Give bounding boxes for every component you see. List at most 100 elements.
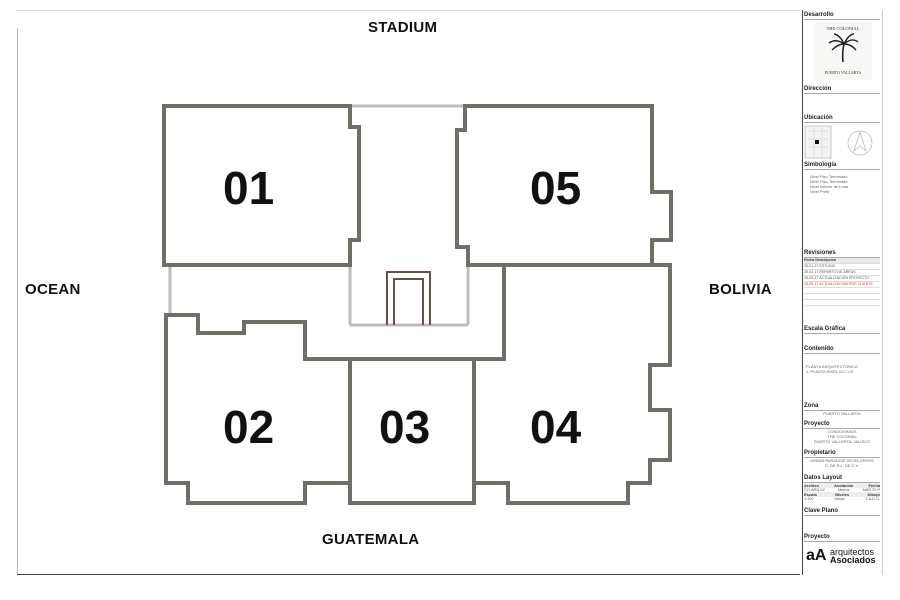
contenido-line: 1. PLANTA NIVEL 02-7-03 [806,369,853,374]
unit-label-02: 02 [223,401,274,453]
section-datos-layout: Datos Layout Archivo Acotación Fecha CO-… [804,475,880,501]
datos-header: Dibujó [867,492,880,497]
datos-row: 1:100 Varios T.A.D.G. [804,497,880,501]
section-ubicacion: Ubicación [804,115,880,123]
architect-name: arquitectos [830,547,875,557]
table-row: 28-03-17 ACTUALIZACIÓN PROYECTO [804,276,880,282]
datos-cell: MAR 20 P [862,488,880,492]
section-desarrollo: Desarrollo [804,12,880,20]
datos-row: CO-ARQ-02 Metros MAR 20 P [804,488,880,492]
table-row: 28-05-17 ACTUALIZACIÓN POR CLIENTE [804,282,880,288]
simbologia-item: Nivel Piso Terminado [810,179,848,184]
rev-fecha: 28-05-17 [804,282,819,286]
contenido-label: Contenido [804,346,880,354]
unit-label-04: 04 [530,401,582,453]
drawing-frame-top [17,10,800,11]
table-row: 28-02-17 REPARTO DE ÁREAS [804,270,880,276]
title-block-frame [802,10,883,575]
section-escala-grafica: Escala Gráfica [804,326,880,334]
proyecto-line: PUERTO VALLARTA, JALISCO [813,439,871,444]
ubicacion-label: Ubicación [804,115,880,123]
zona-value: PUERTO VALLARTA [823,411,861,416]
rev-desc: REPARTO DE ÁREAS [819,270,856,274]
elevator-shaft [386,271,431,325]
proyecto-line: THE COLONIAL [827,434,857,439]
street-label-south: GUATEMALA [322,531,420,548]
street-label-north: STADIUM [368,19,438,36]
section-clave-plano: Clave Plano [804,508,880,516]
datos-header: Acotación [834,483,854,488]
datos-cell: 1:100 [804,497,814,501]
table-row [804,300,880,306]
simbologia-item: Nivel Pretil [810,189,830,194]
propietario-label: Propietario [804,450,880,458]
drawing-frame-left [17,28,18,574]
unit-04-outline [472,263,672,505]
table-row [804,294,880,300]
escala-grafica-label: Escala Gráfica [804,326,880,334]
datos-cell: Metros [837,488,850,492]
datos-header: Fecha [868,483,880,488]
datos-cell: CO-ARQ-02 [804,488,825,492]
datos-layout-label: Datos Layout [804,475,880,483]
central-core [168,104,470,327]
section-zona: Zona PUERTO VALLARTA [804,403,880,416]
simbologia-label: Simbología [804,162,880,170]
datos-cell: Varios [834,497,845,501]
simbologia-item: Nivel Piso Terminado [810,174,848,179]
revisiones-header: Fecha Descripción [804,258,880,264]
rev-desc: ESTUDIO [819,264,836,268]
section-contenido: Contenido PLANTA ARQUITECTÓNICA 1. PLANT… [804,346,880,374]
section-simbologia: Simbología Nivel Piso Terminado Nivel Pi… [804,162,880,194]
desarrollo-label: Desarrollo [804,12,880,20]
unit-label-05: 05 [530,162,581,214]
revisiones-header-desc: Descripción [815,258,836,262]
rev-fecha: 28-03-17 [804,276,819,280]
propietario-line: URBAN PARADISE DEVELOPERS [810,458,874,463]
proyecto2-label: Proyecto [804,534,880,542]
rev-fecha: 28-02-17 [804,270,819,274]
rev-desc: ACTUALIZACIÓN POR CLIENTE [819,282,873,286]
drawing-frame [17,10,800,575]
unit-label-03: 03 [379,401,430,453]
section-revisiones: Revisiones Fecha Descripción 25-01-17 ES… [804,250,880,306]
architect-name-2: Asociados [830,555,876,565]
datos-header: Niveles [835,492,850,497]
propietario-line: S. DE R.L. DE C.V. [824,463,860,468]
revisiones-label: Revisiones [804,250,880,258]
project-logo: PUERTO VALLARTA THE COLONIAL [814,22,872,80]
clave-plano-label: Clave Plano [804,508,880,516]
logo-text-top: THE COLONIAL [827,26,860,31]
direccion-label: Dirección [804,86,880,94]
datos-header: Escala [804,492,817,497]
street-label-west: OCEAN [25,281,81,298]
architect-mark: aA [806,547,827,564]
unit-label-01: 01 [223,162,274,214]
datos-header-row: Archivo Acotación Fecha [804,483,880,488]
palm-tree-icon: PUERTO VALLARTA THE COLONIAL [825,26,862,75]
section-propietario: Propietario URBAN PARADISE DEVELOPERS S.… [804,450,880,468]
datos-header-row: Escala Niveles Dibujó [804,492,880,497]
section-direccion: Dirección [804,86,880,94]
section-proyecto: Proyecto CONDOMINIOS THE COLONIAL PUERTO… [804,421,880,444]
location-map [804,125,878,161]
proyecto-label: Proyecto [804,421,880,429]
simbologia-item: Nivel Inferior de Losa [810,184,848,189]
corridor-outline [164,263,506,361]
table-row: 25-01-17 ESTUDIO [804,264,880,270]
architect-logo: aA arquitectos Asociados [806,547,882,567]
zona-label: Zona [804,403,880,411]
revisiones-header-fecha: Fecha [804,258,815,262]
table-row [804,288,880,294]
title-block: Desarrollo PUERTO VALLARTA THE COLONIAL … [802,10,883,576]
north-arrow-icon [847,130,873,156]
datos-header: Archivo [804,483,819,488]
logo-text-bottom: PUERTO VALLARTA [825,70,862,75]
section-proyecto-firma: Proyecto [804,534,880,542]
floor-plan: 01 05 02 03 04 [162,104,673,505]
contenido-line: PLANTA ARQUITECTÓNICA [806,364,858,369]
rev-fecha: 25-01-17 [804,264,819,268]
rev-desc: ACTUALIZACIÓN PROYECTO [819,276,870,280]
street-label-east: BOLIVIA [709,281,772,298]
datos-cell: T.A.D.G. [865,497,880,501]
